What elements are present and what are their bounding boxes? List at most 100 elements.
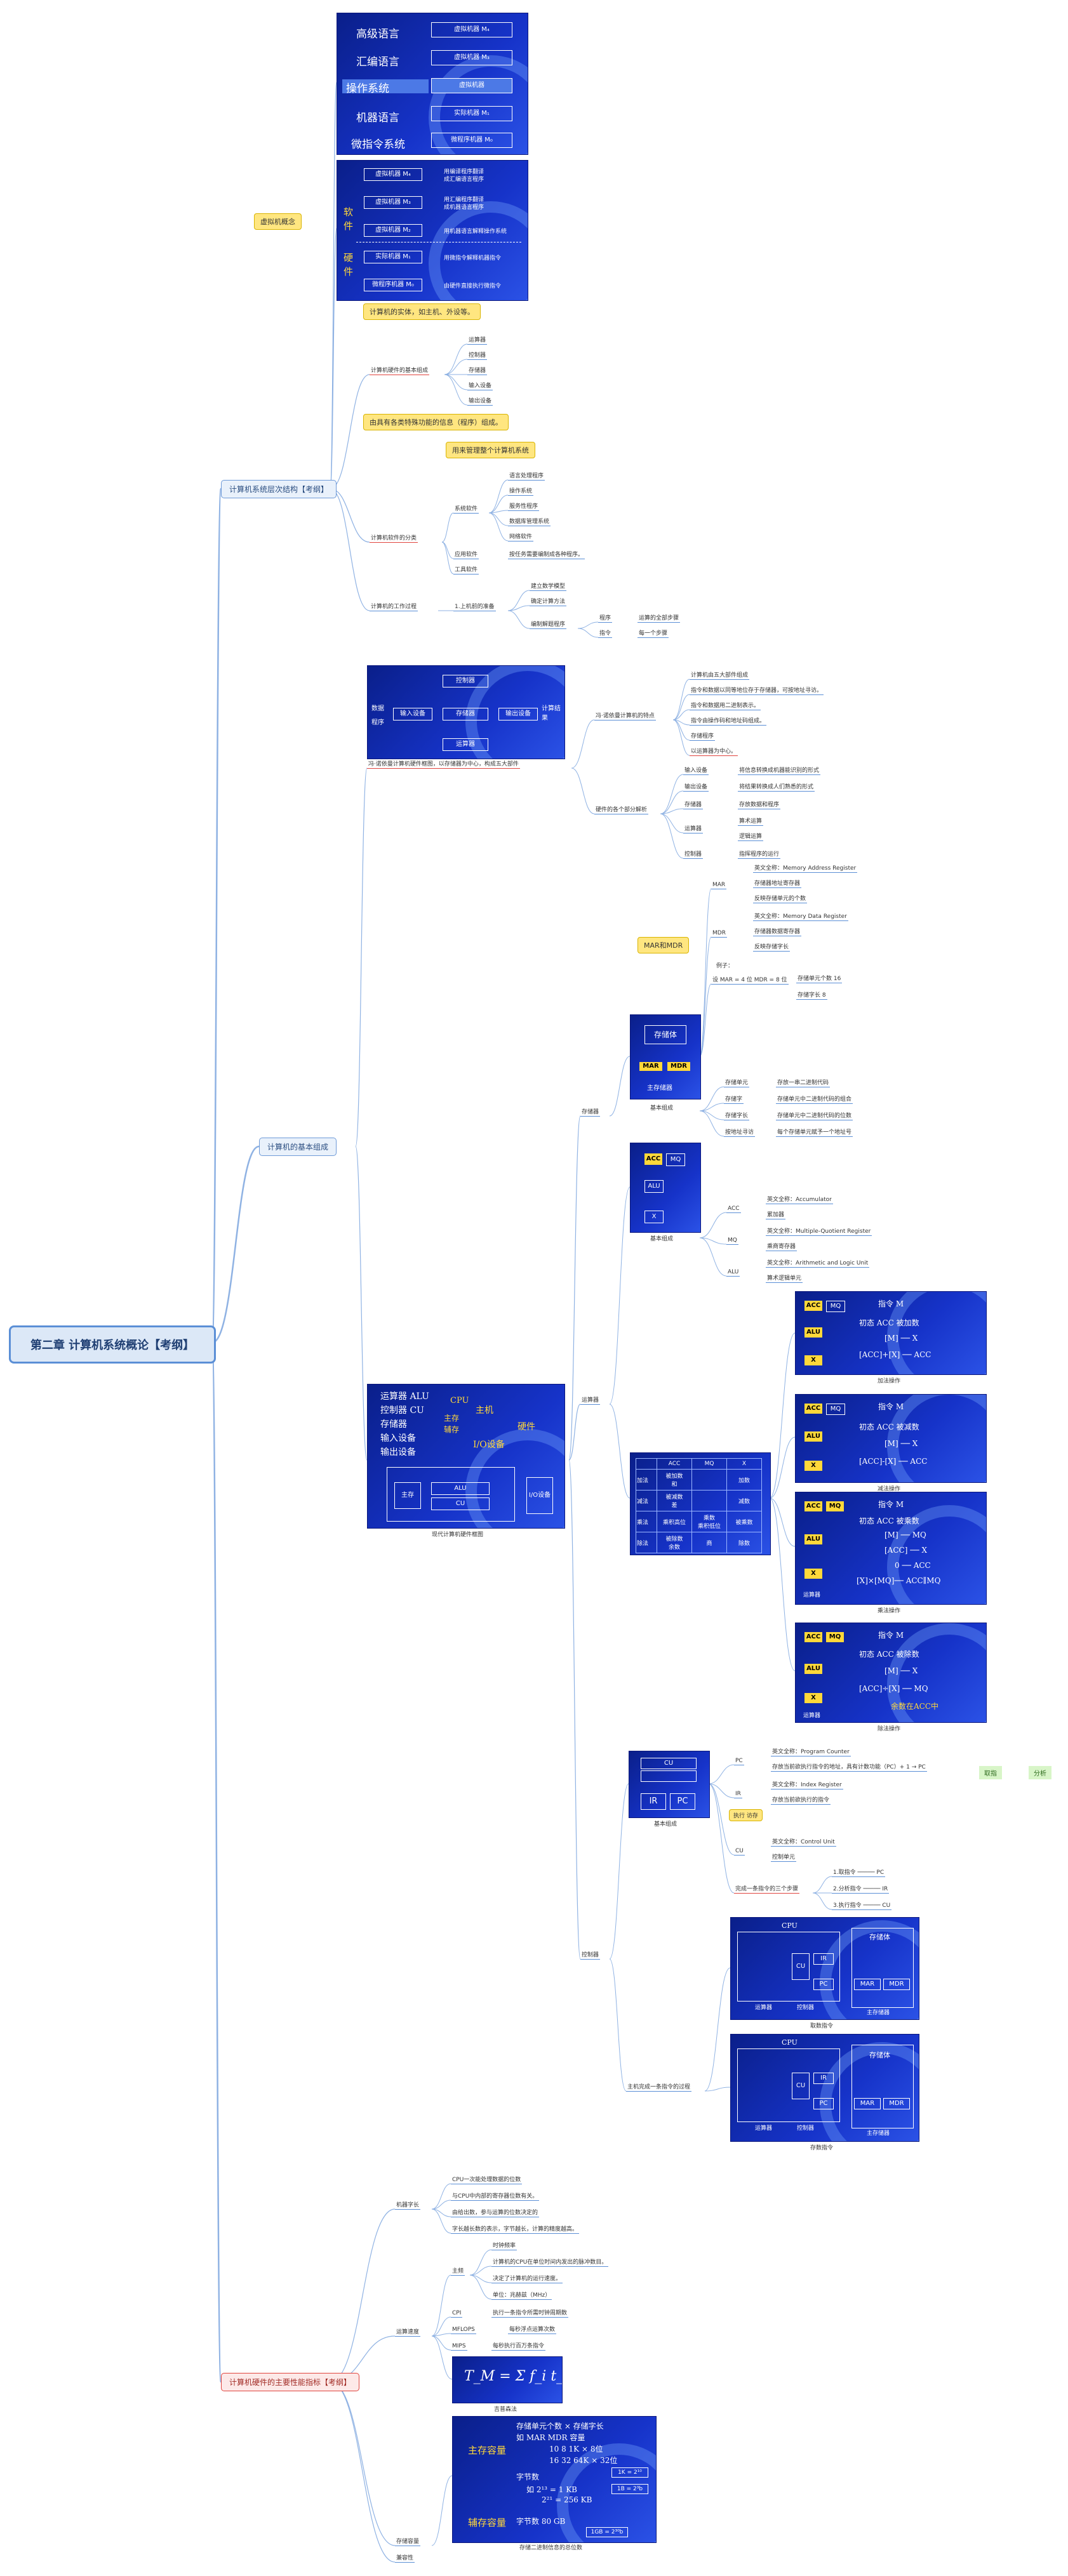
- node-controller[interactable]: 控制器: [580, 1952, 601, 1960]
- node[interactable]: 反映存储字长: [753, 944, 791, 952]
- node[interactable]: 以运算器为中心。: [690, 748, 738, 756]
- node[interactable]: CPU一次能处理数据的位数: [451, 2177, 523, 2184]
- node-capacity[interactable]: 存储容量: [395, 2539, 421, 2546]
- node-hw-composition[interactable]: 计算机硬件的基本组成: [370, 368, 430, 375]
- node[interactable]: 英文全称：Arithmetic and Logic Unit: [766, 1260, 870, 1268]
- node-prep[interactable]: 1.上机前的准备: [453, 604, 496, 611]
- node[interactable]: 运算的全部步骤: [637, 615, 681, 623]
- node-three-steps[interactable]: 完成一条指令的三个步骤: [734, 1886, 800, 1894]
- node[interactable]: 存储器数据寄存器: [753, 929, 802, 936]
- node-word-length[interactable]: 机器字长: [395, 2202, 421, 2210]
- node[interactable]: 程序: [598, 615, 613, 623]
- node[interactable]: 2.分析指令 ───── IR: [832, 1886, 890, 1894]
- node[interactable]: 3.执行指令 ───── CU: [832, 1902, 892, 1910]
- node[interactable]: 网络软件: [508, 534, 534, 541]
- branch-basic-composition[interactable]: 计算机的基本组成: [259, 1138, 337, 1156]
- node[interactable]: 计算机由五大部件组成: [690, 672, 750, 680]
- node[interactable]: 输出设备: [467, 398, 493, 406]
- node-work-process[interactable]: 计算机的工作过程: [370, 604, 418, 611]
- node-pc[interactable]: PC: [734, 1758, 744, 1765]
- node[interactable]: 英文全称：Control Unit: [771, 1839, 836, 1847]
- node-app-sw[interactable]: 应用软件: [453, 552, 479, 559]
- node-mips[interactable]: MIPS: [451, 2343, 467, 2351]
- node[interactable]: 存储单元中二进制代码的位数: [776, 1113, 853, 1120]
- node-freq[interactable]: 主频: [451, 2268, 465, 2276]
- node-alu-unit[interactable]: ALU: [726, 1269, 740, 1277]
- node-mar[interactable]: MAR: [711, 882, 727, 889]
- node[interactable]: 执行一条指令所需时钟周期数: [491, 2310, 569, 2318]
- node[interactable]: 存放当前欲执行的指令: [771, 1797, 831, 1805]
- node[interactable]: 英文全称：Memory Data Register: [753, 913, 848, 921]
- node[interactable]: 运算器: [467, 337, 488, 345]
- node[interactable]: 建立数学模型: [530, 583, 567, 591]
- node-mdr[interactable]: MDR: [711, 930, 727, 938]
- node[interactable]: 英文全称：Accumulator: [766, 1197, 833, 1204]
- node[interactable]: 存储单元个数 16: [796, 976, 843, 983]
- node-parts[interactable]: 硬件的各个部分解析: [594, 807, 649, 814]
- node[interactable]: 运算器: [683, 826, 704, 833]
- node-ir[interactable]: IR: [734, 1791, 742, 1798]
- node[interactable]: 时钟频率: [491, 2243, 517, 2250]
- node[interactable]: 乘商寄存器: [766, 1244, 798, 1251]
- node[interactable]: 操作系统: [508, 488, 534, 496]
- node[interactable]: 存储程序: [690, 733, 716, 741]
- node[interactable]: 存储器地址寄存器: [753, 880, 802, 888]
- node[interactable]: 存储单元中二进制代码的组合: [776, 1096, 853, 1104]
- node-host-process[interactable]: 主机完成一条指令的过程: [626, 2084, 692, 2092]
- node-memory[interactable]: 存储器: [580, 1109, 601, 1117]
- node[interactable]: 控制器: [683, 851, 704, 859]
- node[interactable]: 逻辑运算: [738, 833, 764, 841]
- node[interactable]: 存储器: [467, 368, 488, 375]
- node[interactable]: 指令: [598, 630, 613, 638]
- root-topic[interactable]: 第二章 计算机系统概论【考纲】: [9, 1325, 216, 1364]
- node[interactable]: 指令和数据以同等地位存于存储器，可按地址寻访。: [690, 687, 824, 695]
- node-cu[interactable]: CU: [734, 1848, 745, 1856]
- branch-performance-metrics[interactable]: 计算机硬件的主要性能指标【考纲】: [221, 2373, 360, 2391]
- node[interactable]: 由给出数，参与运算的位数决定的: [451, 2210, 540, 2217]
- node[interactable]: 指令和数据用二进制表示。: [690, 703, 761, 710]
- branch-system-hierarchy[interactable]: 计算机系统层次结构【考纲】: [221, 480, 337, 498]
- node[interactable]: 指令由操作码和地址码组成。: [690, 718, 767, 726]
- node[interactable]: 将信息转换成机器能识别的形式: [738, 767, 821, 775]
- node[interactable]: 1.取指令 ───── PC: [832, 1869, 886, 1877]
- node[interactable]: 控制器: [467, 352, 488, 360]
- node[interactable]: 指挥程序的运行: [738, 851, 781, 859]
- node[interactable]: 输入设备: [467, 383, 493, 390]
- node[interactable]: 累加器: [766, 1212, 786, 1219]
- node[interactable]: 每一个步骤: [637, 630, 669, 638]
- node[interactable]: 服务性程序: [508, 503, 540, 511]
- node[interactable]: 计算机的CPU在单位时间内发出的脉冲数目。: [491, 2259, 609, 2267]
- node[interactable]: 存放当前欲执行指令的地址，具有计数功能（PC）+ 1 → PC: [771, 1764, 927, 1772]
- node[interactable]: 数据库管理系统: [508, 519, 551, 526]
- node-acc[interactable]: ACC: [726, 1205, 741, 1213]
- node[interactable]: 反映存储单元的个数: [753, 896, 808, 903]
- node[interactable]: 每秒浮点运算次数: [508, 2327, 557, 2334]
- node[interactable]: 存储器: [683, 802, 704, 809]
- node[interactable]: 算术逻辑单元: [766, 1275, 803, 1283]
- node[interactable]: 按地址寻访: [724, 1129, 756, 1137]
- node-speed[interactable]: 运算速度: [395, 2329, 421, 2337]
- node[interactable]: 每秒执行百万条指令: [491, 2343, 546, 2351]
- node[interactable]: 决定了计算机的运行速度。: [491, 2276, 563, 2283]
- node[interactable]: 控制单元: [771, 1854, 797, 1862]
- node-vn-features[interactable]: 冯·诺依曼计算机的特点: [594, 713, 656, 720]
- node[interactable]: 输入设备: [683, 767, 709, 775]
- node[interactable]: 存储字: [724, 1096, 744, 1104]
- node[interactable]: 确定计算方法: [530, 599, 567, 606]
- node[interactable]: 英文全称：Index Register: [771, 1782, 843, 1789]
- node[interactable]: 存储字长 8: [796, 992, 827, 1000]
- node[interactable]: 英文全称：Multiple-Quotient Register: [766, 1228, 872, 1236]
- node[interactable]: 按任务需要编制成各种程序。: [508, 552, 585, 559]
- node[interactable]: 与CPU中内部的寄存器位数有关。: [451, 2193, 540, 2201]
- node[interactable]: 字长越长数的表示，字节越长，计算的精度越高。: [451, 2226, 580, 2234]
- node-vn-caption[interactable]: 冯·诺依曼计算机硬件框图，以存储器为中心，构成五大部件: [367, 761, 520, 769]
- node[interactable]: 单位：兆赫兹（MHz）: [491, 2292, 552, 2300]
- node[interactable]: 编制解题程序: [530, 621, 567, 629]
- node[interactable]: 英文全称：Program Counter: [771, 1749, 851, 1756]
- node[interactable]: 算术运算: [738, 818, 764, 826]
- node[interactable]: 将结果转换成人们熟悉的形式: [738, 784, 815, 792]
- node-cpi[interactable]: CPI: [451, 2310, 463, 2318]
- node-compat[interactable]: 兼容性: [395, 2555, 415, 2563]
- node-sw-classes[interactable]: 计算机软件的分类: [370, 535, 418, 543]
- node[interactable]: 每个存储单元赋予一个地址号: [776, 1129, 853, 1137]
